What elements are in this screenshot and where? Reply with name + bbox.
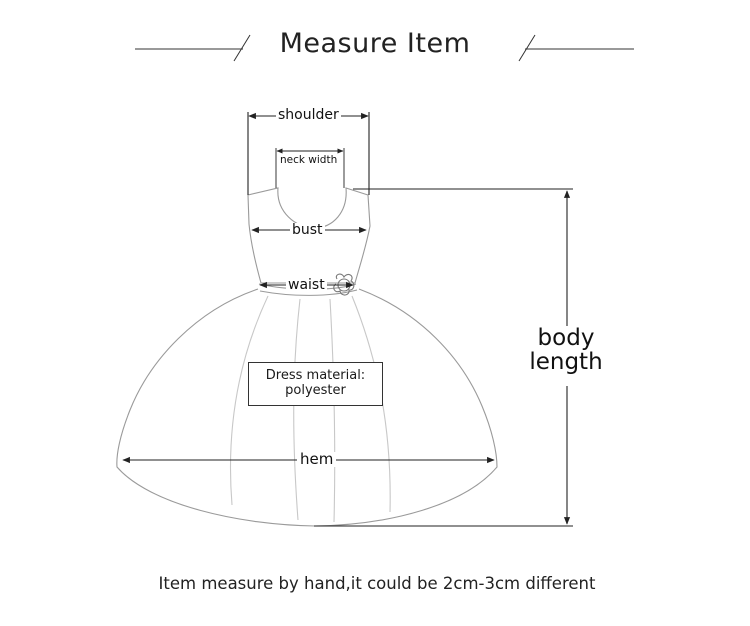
hem-label: hem — [297, 452, 337, 467]
shoulder-label: shoulder — [276, 107, 341, 123]
measurement-note: Item measure by hand,it could be 2cm-3cm… — [158, 574, 596, 593]
body-length-measure-line — [314, 188, 573, 527]
neck-width-measure-line — [275, 148, 345, 188]
waist-label: waist — [286, 277, 327, 293]
dress-bodice-outline — [247, 187, 371, 284]
dress-sketch — [116, 187, 498, 527]
material-heading: Dress material: — [265, 368, 366, 383]
dress-skirt-outline — [116, 288, 498, 527]
dress-material-box: Dress material: polyester — [248, 362, 383, 406]
title-decoration-right — [518, 34, 634, 62]
body-length-label-line1: body — [537, 325, 595, 351]
page-title: Measure Item — [279, 28, 471, 59]
bust-label: bust — [290, 222, 325, 238]
body-length-label: body length — [516, 326, 616, 375]
material-value: polyester — [285, 383, 346, 399]
body-length-label-line2: length — [529, 349, 603, 376]
title-decoration-left — [135, 34, 251, 62]
neck-width-label: neck width — [279, 154, 339, 166]
